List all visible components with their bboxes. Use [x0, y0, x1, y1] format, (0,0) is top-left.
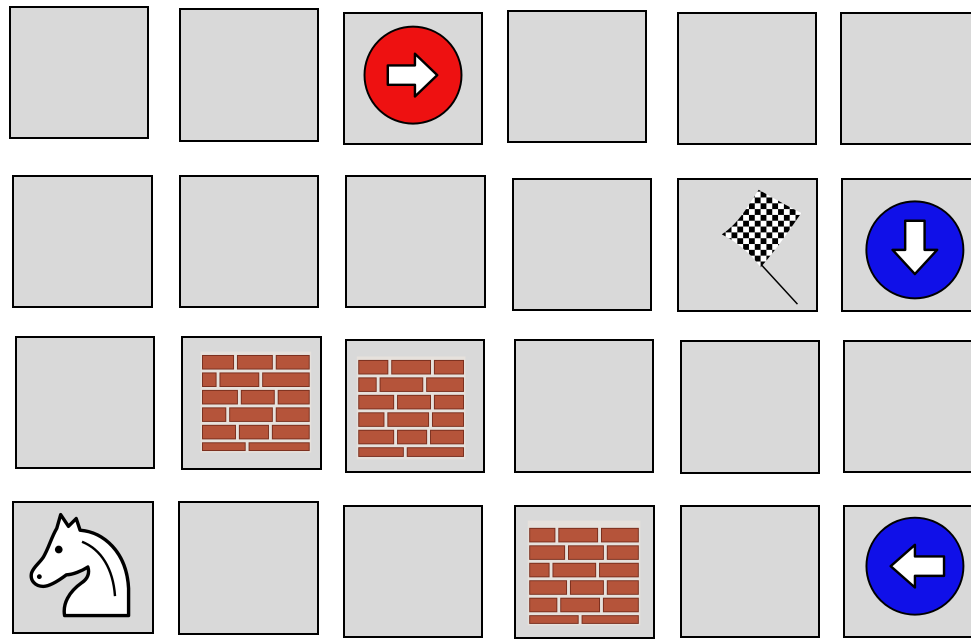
cell-r1-c2[interactable] [179, 8, 319, 142]
cell-r1-c1[interactable] [9, 6, 149, 139]
checkered-flag-icon [679, 180, 816, 310]
cell-r3-c1[interactable] [15, 336, 155, 469]
cell-r2-c3[interactable] [345, 175, 486, 308]
cell-r3-c3[interactable] [345, 339, 485, 473]
cell-r2-c2[interactable] [179, 175, 319, 308]
cell-r1-c5[interactable] [677, 12, 817, 145]
arrow-right-icon [345, 14, 481, 143]
cell-r2-c4[interactable] [512, 178, 652, 311]
cell-r3-c6[interactable] [843, 340, 971, 473]
cell-r4-c3[interactable] [343, 505, 483, 638]
cell-r4-c5[interactable] [680, 505, 820, 638]
arrow-left-icon [845, 507, 971, 636]
cell-r1-c4[interactable] [507, 10, 647, 143]
arrow-down-icon [843, 180, 971, 310]
cell-r4-c1[interactable] [12, 501, 154, 634]
cell-r2-c5[interactable] [677, 178, 818, 312]
brick-wall-icon [516, 507, 653, 637]
brick-wall-icon [347, 341, 483, 471]
cell-r2-c6[interactable] [841, 178, 971, 312]
knight-icon [14, 503, 152, 632]
cell-r3-c4[interactable] [514, 339, 654, 473]
cell-r3-c5[interactable] [680, 340, 820, 474]
cell-r4-c4[interactable] [514, 505, 655, 639]
cell-r4-c6[interactable] [843, 505, 971, 638]
cell-r2-c1[interactable] [12, 175, 153, 308]
cell-r1-c6[interactable] [840, 12, 971, 145]
cell-r4-c2[interactable] [178, 501, 319, 635]
cell-r3-c2[interactable] [181, 336, 322, 470]
brick-wall-icon [183, 338, 320, 468]
cell-r1-c3[interactable] [343, 12, 483, 145]
